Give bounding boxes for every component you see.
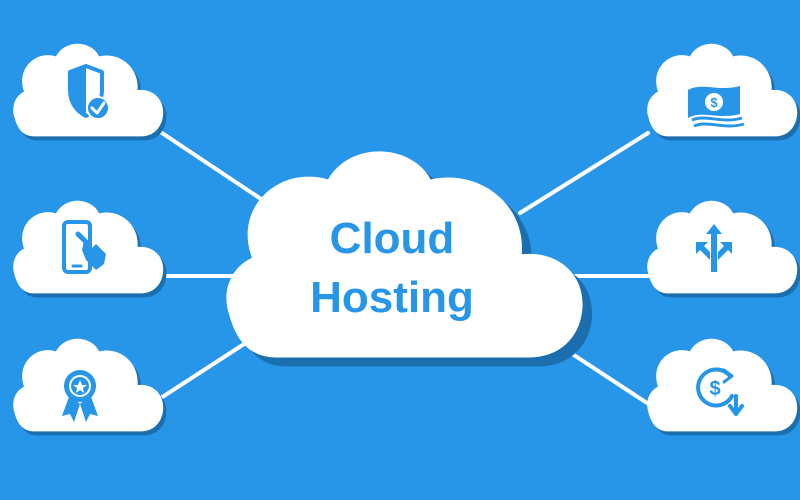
satellite-cloud-mobile (13, 200, 167, 298)
satellite-cloud-routing (647, 200, 800, 298)
direction-arrows-icon (696, 224, 732, 272)
satellite-cloud-pricing: $ (647, 43, 800, 141)
connector-top-right (518, 131, 650, 215)
connector-top-left (148, 123, 284, 215)
shield-check-icon (68, 64, 110, 120)
connector-bottom-left (148, 333, 260, 407)
center-cloud: Cloud Hosting (226, 151, 593, 367)
center-title-line1: Cloud (330, 214, 455, 263)
dollar-down-icon: $ (696, 367, 744, 416)
svg-text:$: $ (709, 378, 720, 400)
satellite-cloud-security (13, 43, 167, 141)
satellite-cloud-quality (13, 338, 167, 436)
money-bill-icon: $ (688, 86, 745, 128)
satellite-cloud-cost: $ (647, 338, 800, 436)
center-title-line2: Hosting (310, 273, 474, 322)
touch-phone-icon (62, 220, 106, 274)
svg-text:$: $ (710, 95, 718, 110)
award-ribbon-icon (62, 370, 98, 422)
